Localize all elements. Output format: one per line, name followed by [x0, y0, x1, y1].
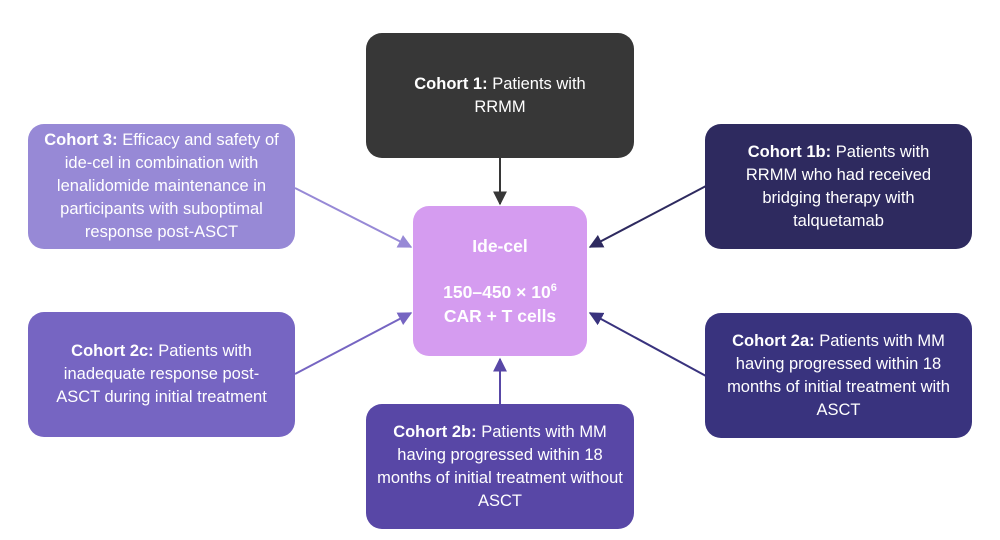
- cohort-3-box: Cohort 3: Efficacy and safety of ide-cel…: [28, 124, 295, 249]
- arrow-cohort-3: [294, 187, 413, 248]
- cohort-3-text: Efficacy and safety of ide-cel in combin…: [56, 131, 279, 241]
- cohort-2c-label: Cohort 2c:: [71, 342, 154, 360]
- center-dose-suffix: CAR + T cells: [443, 306, 557, 326]
- cohort-1b-label: Cohort 1b:: [747, 142, 832, 161]
- arrow-cohort-2a: [588, 312, 707, 377]
- center-dose-exponent: 6: [550, 282, 557, 295]
- arrow-cohort-1b: [588, 185, 707, 248]
- cohort-2b-text: Patients with MM having progressed withi…: [377, 422, 623, 510]
- center-title: Ide-cel: [472, 236, 528, 256]
- cohort-1b-box: Cohort 1b: Patients with RRMM who had re…: [705, 124, 972, 249]
- cohort-2b-box: Cohort 2b: Patients with MM having progr…: [366, 404, 634, 529]
- cohort-2a-box: Cohort 2a: Patients with MM having progr…: [705, 313, 972, 438]
- center-dose: 150–450 × 106: [443, 280, 557, 304]
- cohort-2a-text: Patients with MM having progressed withi…: [727, 331, 950, 419]
- cohort-1-text: Patients with RRMM: [474, 74, 586, 116]
- cohort-1b-text: Patients with RRMM who had received brid…: [745, 142, 932, 230]
- cohort-3-label: Cohort 3:: [44, 131, 118, 149]
- cohort-2c-box: Cohort 2c: Patients with inadequate resp…: [28, 312, 295, 437]
- cohort-2a-label: Cohort 2a:: [732, 331, 815, 350]
- cohort-1-box: Cohort 1: Patients with RRMM: [366, 33, 634, 158]
- arrow-cohort-2c: [294, 312, 413, 375]
- cohort-1-label: Cohort 1:: [414, 74, 488, 93]
- cohort-2c-text: Patients with inadequate response post-A…: [56, 342, 267, 406]
- center-dose-prefix: 150–450 × 10: [443, 282, 551, 302]
- ide-cel-center-box: Ide-cel 150–450 × 106 CAR + T cells: [413, 206, 587, 356]
- cohort-2b-label: Cohort 2b:: [393, 422, 477, 441]
